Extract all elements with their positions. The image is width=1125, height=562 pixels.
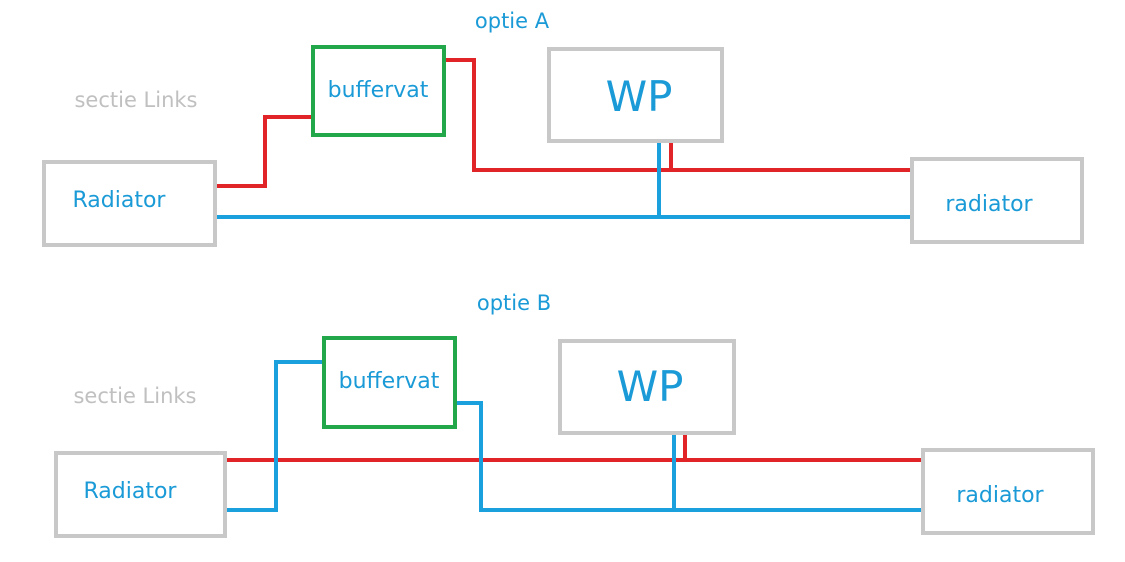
option-a-right-radiator-box	[910, 157, 1084, 244]
option-b-cold-pipe-buffer-to-radiator	[454, 401, 923, 512]
option-b-section-label: sectie Links	[73, 384, 196, 408]
option-a-pipes	[213, 58, 912, 219]
option-b-left-radiator-label: Radiator	[84, 479, 178, 504]
option-b-heat-pump-box	[558, 339, 736, 435]
option-a-left-radiator-label: Radiator	[73, 188, 167, 213]
option-b-right-radiator-label: radiator	[956, 483, 1044, 508]
option-b: optie B sectie Links Radiator buffervat …	[54, 291, 1095, 538]
option-b-right-radiator-box	[921, 448, 1095, 535]
option-a-hot-pipe-buffer-to-radiator	[443, 58, 912, 172]
option-a-title: optie A	[475, 9, 550, 33]
option-a-buffer-box	[311, 45, 446, 137]
option-b-cold-pipe-radiator-to-buffer	[224, 360, 325, 512]
option-b-pipes	[222, 360, 923, 512]
option-a-right-radiator-label: radiator	[945, 192, 1033, 217]
option-b-buffer-label: buffervat	[339, 369, 440, 394]
option-b-title: optie B	[477, 291, 551, 315]
option-b-buffer-box	[322, 336, 457, 429]
option-a: optie A sectie Links Radiator buffervat …	[42, 9, 1084, 247]
option-b-left-radiator-box	[54, 451, 227, 538]
option-a-section-label: sectie Links	[74, 88, 197, 112]
option-a-left-radiator-box	[42, 160, 217, 247]
option-a-heat-pump-label: WP	[606, 72, 673, 121]
option-a-hot-pipe-radiator-to-buffer	[213, 115, 315, 188]
option-b-heat-pump-label: WP	[617, 362, 684, 411]
option-a-heat-pump-box	[547, 47, 724, 143]
option-a-buffer-label: buffervat	[328, 78, 429, 103]
